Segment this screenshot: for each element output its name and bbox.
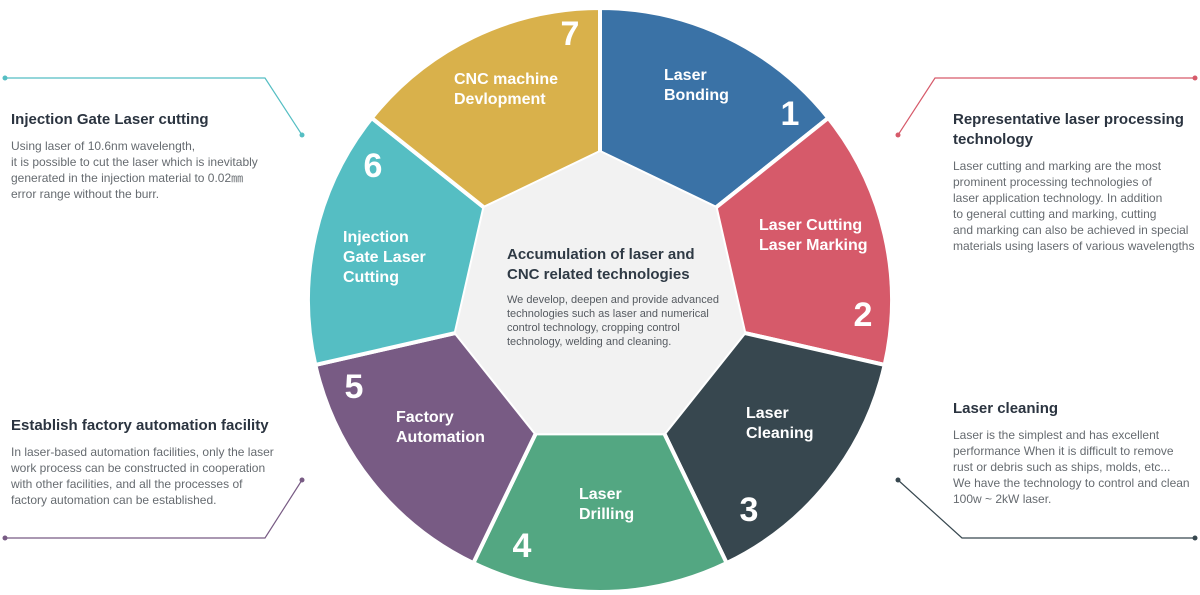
center-title-line1: Accumulation of laser and [507,246,695,263]
segment-number-2: 2 [854,296,873,334]
segment-number-3: 3 [740,491,759,529]
segment-label-4: Laser [579,486,622,503]
segment-label-3: Laser [746,405,789,422]
side-title: Representative laser processing technolo… [953,111,1184,148]
segment-label-6: Cutting [343,269,399,286]
center-desc-line: We develop, deepen and provide advanced [507,294,719,306]
segment-label-7: Devlopment [454,91,546,108]
wheel-segment-7 [369,6,602,210]
side-title: Laser cleaning [953,400,1059,417]
side-title: Establish factory automation facility [11,417,269,434]
side-info-laser-cleaning: Laser cleaning Laser is the simplest and… [953,399,1198,507]
side-title: Injection Gate Laser cutting [11,111,209,128]
center-desc-line: technology, welding and cleaning. [507,336,671,348]
center-desc-line: control technology, cropping control [507,322,680,334]
segment-label-4: Drilling [579,506,634,523]
connector-left-bottom [2,477,305,541]
connector-lines [2,75,1198,541]
wheel-segment-5 [313,330,538,566]
segment-label-1: Bonding [664,87,729,104]
segment-number-1: 1 [781,95,800,133]
segment-label-6: Injection [343,229,409,246]
center-content: Accumulation of laser and CNC related te… [507,246,719,348]
wheel-segment-6 [306,115,487,367]
side-info-injection-gate: Injection Gate Laser cutting Using laser… [11,110,301,202]
segment-label-2: Laser Marking [759,237,867,254]
segment-label-2: Laser Cutting [759,217,862,234]
connector-right-top [895,75,1198,138]
side-description: Laser is the simplest and has excellent … [953,428,1190,506]
wheel-segment-2 [713,115,894,367]
segment-number-5: 5 [345,368,364,406]
wheel-segment-1 [598,6,831,210]
side-info-representative-technology: Representative laser processing technolo… [953,110,1198,254]
side-description: Laser cutting and marking are the most p… [953,159,1195,253]
side-description: In laser-based automation facilities, on… [11,445,274,507]
segment-number-6: 6 [364,147,383,185]
center-title-line2: CNC related technologies [507,266,690,283]
segment-label-6: Gate Laser [343,249,426,266]
side-info-factory-automation: Establish factory automation facility In… [11,416,301,508]
segment-label-5: Automation [396,429,485,446]
wheel-segment-4 [471,431,729,594]
side-description: Using laser of 10.6nm wavelength, it is … [11,139,258,201]
center-desc-line: technologies such as laser and numerical [507,308,709,320]
center-heptagon [455,152,745,434]
segment-number-7: 7 [561,15,580,53]
connector-right-bottom [895,477,1198,541]
segment-label-1: Laser [664,67,707,84]
segment-label-3: Cleaning [746,425,814,442]
wheel-segment-3 [662,330,887,566]
segment-label-7: CNC machine [454,71,558,88]
connector-left-top [2,75,305,138]
segment-label-5: Factory [396,409,454,426]
segment-number-4: 4 [513,527,532,565]
